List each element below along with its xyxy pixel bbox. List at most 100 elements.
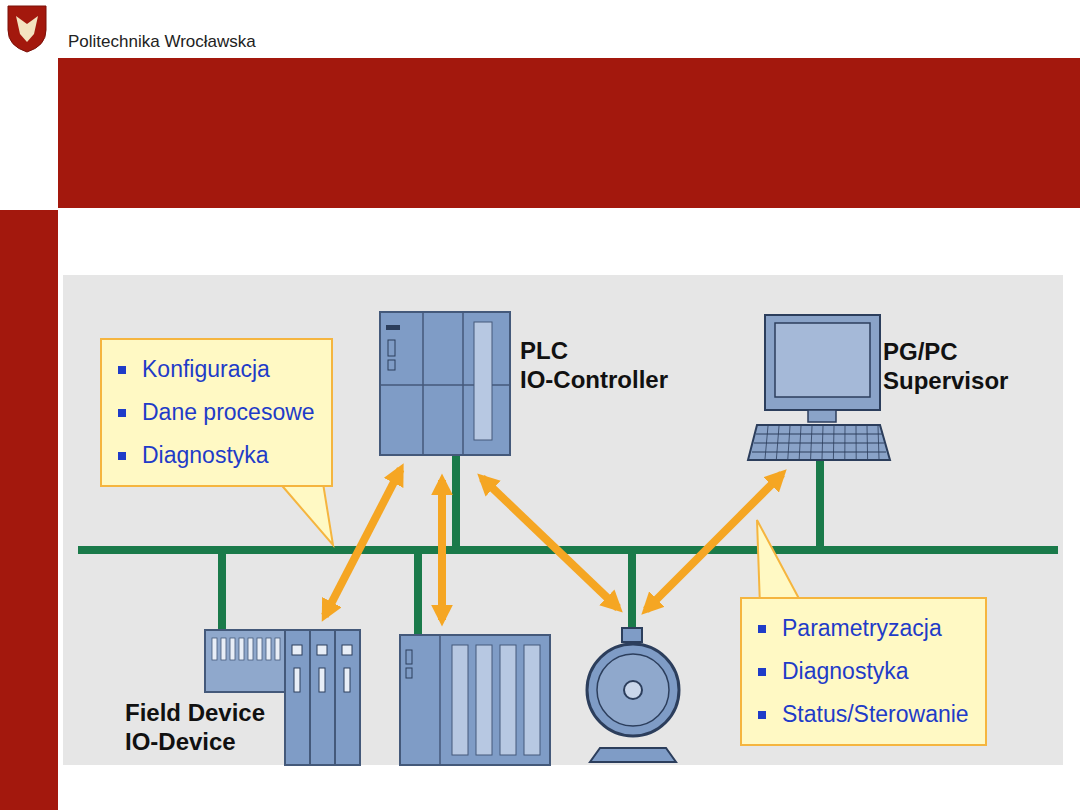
bullet-square	[758, 625, 766, 633]
module-label	[319, 668, 325, 692]
rack-switch	[406, 650, 412, 664]
rack-slot	[476, 645, 492, 755]
motor-face	[597, 654, 669, 726]
device-name: Supervisor	[883, 366, 1008, 395]
motor-base	[590, 748, 676, 762]
key-row	[756, 434, 882, 435]
device-label: Field DeviceIO-Device	[125, 698, 265, 756]
key-column	[811, 426, 812, 459]
plc-display	[474, 322, 492, 440]
title-band	[58, 58, 1080, 208]
flow-arrow	[438, 480, 446, 620]
callout-box: KonfiguracjaDane procesoweDiagnostyka	[100, 338, 333, 487]
callout-pointer	[757, 520, 799, 599]
data-flow-arrow	[325, 469, 401, 616]
keyboard-keys	[752, 426, 886, 459]
bus-drop	[218, 550, 226, 632]
module-label	[344, 668, 350, 692]
field-device-back	[205, 630, 287, 692]
bullet-square	[118, 409, 126, 417]
rack-seam	[439, 635, 441, 765]
diagram-panel	[63, 275, 1063, 765]
data-flow-arrows	[442, 474, 782, 620]
keyboard	[748, 425, 890, 460]
callout-item: Dane procesowe	[116, 391, 315, 434]
university-name: Politechnika Wrocławska	[68, 32, 256, 52]
motor-shaft	[624, 681, 642, 699]
module-stripe	[239, 638, 244, 660]
motor-housing	[587, 644, 679, 736]
io-rack-icon	[400, 635, 550, 765]
module-stripe	[266, 638, 271, 660]
flow-arrow	[482, 478, 618, 608]
device-label: PG/PCSupervisor	[883, 337, 1008, 395]
key-column	[878, 426, 879, 459]
key-row	[752, 452, 886, 453]
callout-item: Diagnostyka	[116, 434, 315, 477]
rack-slot	[452, 645, 468, 755]
plc-seam	[462, 312, 464, 455]
field-device-module	[310, 630, 335, 765]
callout-item: Diagnostyka	[756, 650, 969, 693]
callout-item: Status/Sterowanie	[756, 693, 969, 736]
callout-item: Konfiguracja	[116, 348, 315, 391]
logo-eagle	[16, 16, 38, 42]
bullet-square	[758, 668, 766, 676]
rack-switch	[406, 668, 412, 678]
callout-item: Parametryzacja	[756, 607, 969, 650]
field-device-module	[285, 630, 310, 765]
bullet-square	[118, 452, 126, 460]
plc-body	[380, 312, 510, 455]
bullet-square	[118, 366, 126, 374]
rack-slot	[500, 645, 516, 755]
key-column	[856, 426, 857, 459]
module-label	[294, 668, 300, 692]
key-column	[765, 426, 768, 459]
module-stripe	[275, 638, 280, 660]
device-name: IO-Controller	[520, 365, 668, 394]
key-column	[788, 426, 790, 459]
key-column	[867, 426, 869, 459]
key-row	[754, 443, 884, 444]
module-stripe	[257, 638, 262, 660]
pc-icon	[748, 315, 890, 460]
plc-switch	[388, 340, 395, 356]
bus-drop	[452, 455, 460, 550]
module-window	[317, 645, 327, 655]
bus-drop	[628, 550, 636, 630]
bullet-square	[758, 711, 766, 719]
module-stripe	[212, 638, 217, 660]
device-label: PLCIO-Controller	[520, 336, 668, 394]
device-name: PLC	[520, 336, 668, 365]
key-column	[822, 426, 823, 459]
module-stripes	[212, 638, 280, 660]
bus-drop	[816, 460, 824, 550]
key-column	[833, 426, 835, 459]
device-name: Field Device	[125, 698, 265, 727]
device-node: PG/PCSupervisor	[765, 315, 890, 460]
plc-seam	[422, 312, 424, 455]
device-node: Field DeviceIO-Device	[205, 630, 360, 765]
device-node: PLCIO-Controller	[380, 312, 510, 455]
bus-drop	[414, 550, 422, 637]
plc-led	[386, 325, 400, 330]
device-name: IO-Device	[125, 727, 265, 756]
key-column	[844, 426, 845, 459]
monitor-stand	[808, 410, 836, 422]
rack-body	[400, 635, 550, 765]
side-bar	[0, 210, 58, 810]
module-stripe	[248, 638, 253, 660]
module-stripe	[221, 638, 226, 660]
plc-switch	[388, 360, 395, 370]
key-column	[776, 426, 779, 459]
motor-icon	[587, 628, 679, 762]
module-window	[342, 645, 352, 655]
key-column	[799, 426, 801, 459]
callout-box: ParametryzacjaDiagnostykaStatus/Sterowan…	[740, 597, 987, 746]
monitor-screen	[775, 323, 870, 397]
rack-slot	[524, 645, 540, 755]
module-stripe	[230, 638, 235, 660]
monitor	[765, 315, 880, 410]
plc-icon	[380, 312, 510, 455]
